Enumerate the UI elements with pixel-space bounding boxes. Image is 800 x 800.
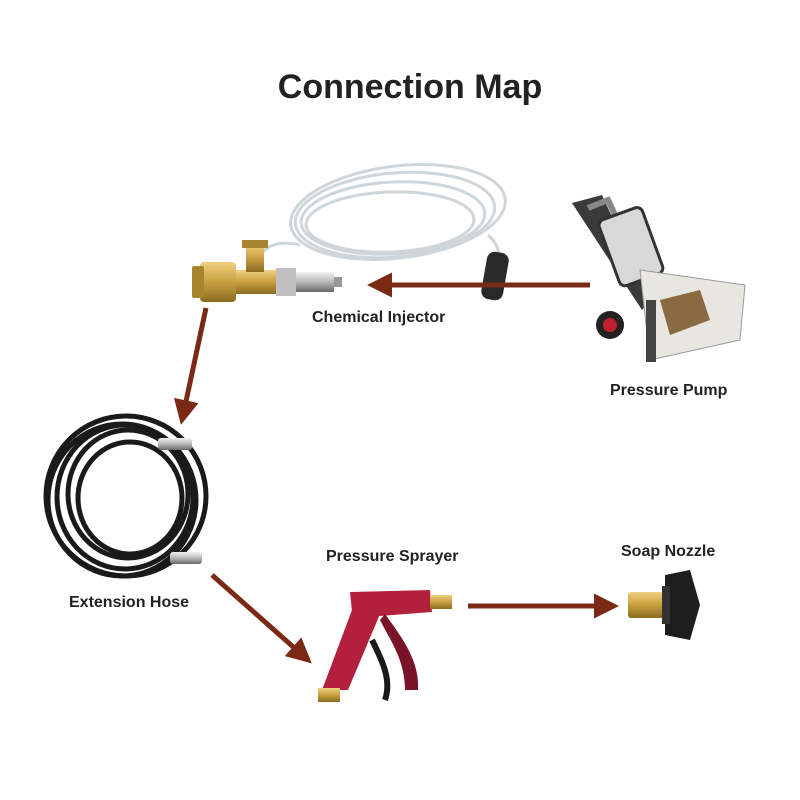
chemical-injector-label: Chemical Injector	[312, 309, 446, 326]
soap-nozzle-image	[628, 570, 700, 640]
arrow-hose-to-sprayer	[210, 573, 312, 664]
chemical-tube-image	[256, 162, 507, 271]
connection-arrows	[173, 272, 619, 664]
pressure-sprayer-label: Pressure Sprayer	[326, 548, 459, 565]
arrow-injector-to-hose	[173, 307, 209, 425]
soap-nozzle-label: Soap Nozzle	[621, 543, 716, 560]
extension-hose-image	[43, 413, 209, 579]
chemical-injector-image	[192, 240, 342, 302]
extension-hose-label: Extension Hose	[69, 594, 190, 611]
chemical-filter-image	[481, 251, 509, 301]
pressure-pump-label: Pressure Pump	[610, 382, 728, 399]
diagram-title: Connection Map	[277, 68, 543, 106]
pressure-sprayer-image	[318, 590, 452, 702]
pressure-pump-image	[572, 195, 746, 362]
